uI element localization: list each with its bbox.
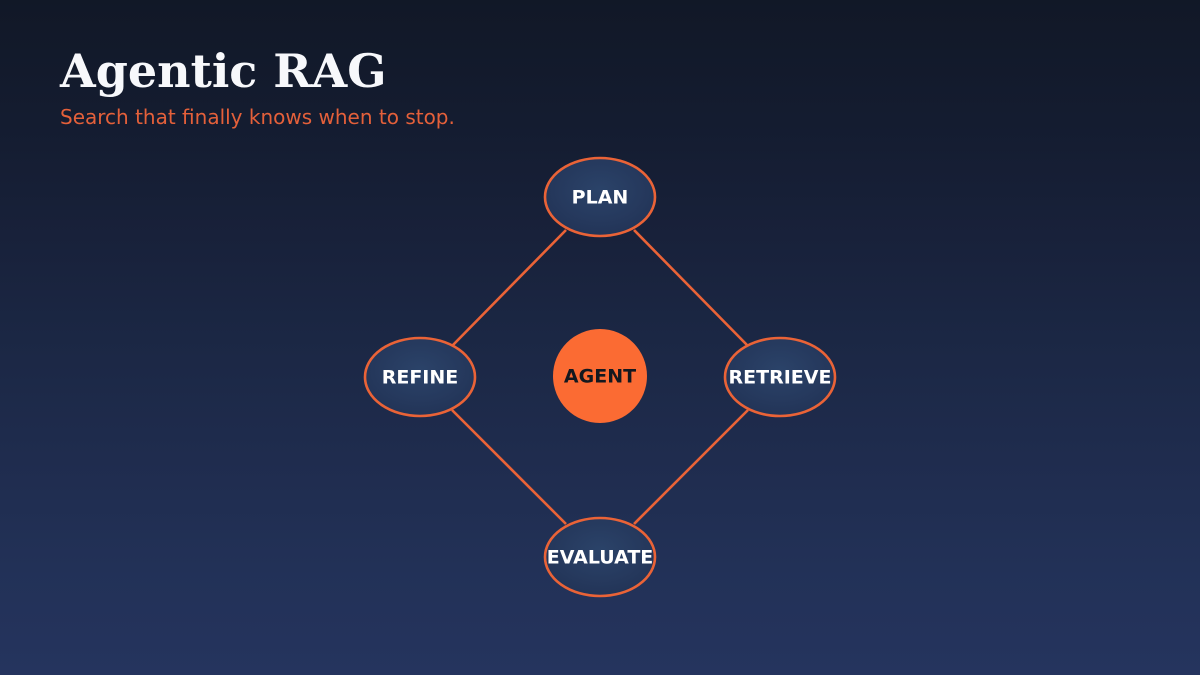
node-refine-shape[interactable]	[363, 336, 477, 418]
node-evaluate[interactable]: EVALUATE	[543, 516, 657, 598]
page-title: Agentic RAG	[60, 44, 387, 98]
node-evaluate-shape[interactable]	[543, 516, 657, 598]
node-agent[interactable]: AGENT	[553, 329, 647, 423]
edge-retrieve-evaluate	[633, 409, 749, 525]
edge-plan-retrieve	[633, 229, 749, 347]
node-plan-label: PLAN	[572, 187, 629, 209]
node-agent-shape[interactable]	[553, 329, 647, 423]
node-retrieve-shape[interactable]	[723, 336, 837, 418]
node-plan[interactable]: PLAN	[543, 156, 657, 238]
node-refine[interactable]: REFINE	[363, 336, 477, 418]
node-agent-label: AGENT	[564, 366, 636, 388]
node-retrieve[interactable]: RETRIEVE	[723, 336, 837, 418]
edge-refine-plan	[451, 229, 567, 347]
diagram-edges	[451, 229, 749, 525]
node-refine-label: REFINE	[382, 367, 459, 389]
node-plan-shape[interactable]	[543, 156, 657, 238]
page-subtitle: Search that finally knows when to stop.	[60, 105, 455, 129]
node-evaluate-label: EVALUATE	[547, 547, 654, 569]
slide-header: Agentic RAG Search that finally knows wh…	[60, 44, 960, 130]
edge-evaluate-refine	[451, 409, 567, 525]
node-retrieve-label: RETRIEVE	[729, 367, 832, 389]
